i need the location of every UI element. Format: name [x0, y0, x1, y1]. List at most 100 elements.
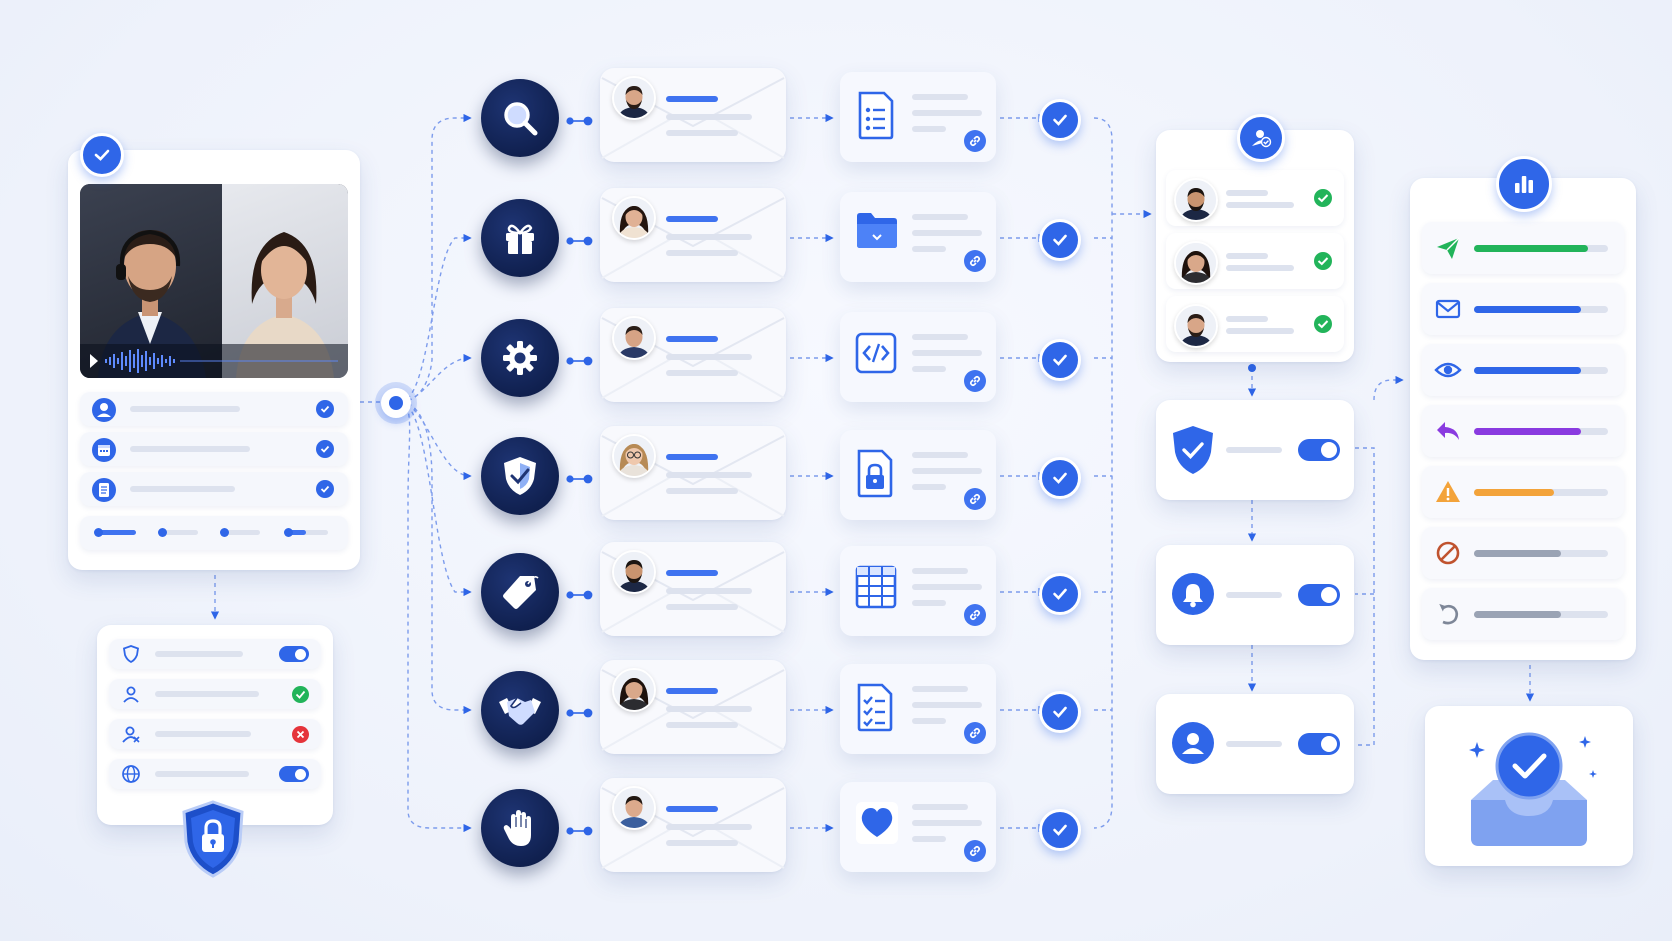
- step-complete-icon: [1039, 573, 1081, 615]
- metric-track: [1474, 489, 1608, 496]
- locked-file-icon: [854, 448, 896, 503]
- step-complete-icon: [1039, 457, 1081, 499]
- hub-node[interactable]: [381, 388, 411, 418]
- link-icon[interactable]: [964, 488, 986, 510]
- action-node[interactable]: [481, 79, 559, 157]
- video-frame[interactable]: [80, 184, 348, 378]
- security-toggle[interactable]: [279, 646, 309, 662]
- reply-icon: [1434, 417, 1462, 450]
- action-node[interactable]: [481, 671, 559, 749]
- action-node[interactable]: [481, 319, 559, 397]
- metric-row: [1422, 527, 1624, 579]
- connector-dots: [565, 233, 595, 251]
- action-node[interactable]: [481, 789, 559, 867]
- link-icon[interactable]: [964, 604, 986, 626]
- document-card[interactable]: [840, 72, 996, 162]
- metric-track: [1474, 428, 1608, 435]
- control-toggle[interactable]: [1298, 733, 1340, 755]
- action-node[interactable]: [481, 553, 559, 631]
- metric-track: [1474, 550, 1608, 557]
- spreadsheet-icon: [854, 564, 898, 615]
- metric-fill: [1474, 245, 1588, 252]
- connector-dots: [565, 353, 595, 371]
- bar-chart-icon: [1496, 156, 1552, 212]
- message-envelope[interactable]: [600, 660, 786, 754]
- step-complete-icon: [1039, 809, 1081, 851]
- message-envelope[interactable]: [600, 542, 786, 636]
- link-icon[interactable]: [964, 130, 986, 152]
- gear-icon: [500, 338, 540, 378]
- code-icon: [854, 330, 900, 381]
- document-card[interactable]: [840, 546, 996, 636]
- inbox-check-icon: [1469, 732, 1597, 846]
- avatar: [612, 786, 656, 830]
- row-check-icon: [316, 440, 334, 458]
- action-node[interactable]: [481, 437, 559, 515]
- progress-row: [80, 516, 348, 550]
- step-complete-icon: [1039, 691, 1081, 733]
- globe-icon: [122, 765, 140, 783]
- calendar-icon: [92, 438, 116, 462]
- denied-icon: [292, 726, 309, 743]
- undo-icon: [1434, 600, 1462, 633]
- metric-fill: [1474, 489, 1554, 496]
- document-card[interactable]: [840, 664, 996, 754]
- approver-row: [1166, 233, 1344, 289]
- document-card[interactable]: [840, 430, 996, 520]
- heart-icon: [854, 800, 900, 851]
- link-icon[interactable]: [964, 840, 986, 862]
- link-icon[interactable]: [964, 370, 986, 392]
- avatar: [612, 76, 656, 120]
- document-card[interactable]: [840, 192, 996, 282]
- inbox-complete-card: [1425, 706, 1633, 866]
- approved-icon: [1314, 315, 1332, 333]
- connector-dots: [565, 113, 595, 131]
- control-card-notifications: [1156, 545, 1354, 645]
- document-icon: [92, 478, 116, 502]
- link-icon[interactable]: [964, 250, 986, 272]
- link-icon[interactable]: [964, 722, 986, 744]
- user-check-icon: [1237, 114, 1285, 162]
- video-info-row: [80, 432, 348, 466]
- message-envelope[interactable]: [600, 426, 786, 520]
- approver-row: [1166, 296, 1344, 352]
- metric-track: [1474, 306, 1608, 313]
- control-toggle[interactable]: [1298, 584, 1340, 606]
- message-envelope[interactable]: [600, 188, 786, 282]
- approved-icon: [1314, 252, 1332, 270]
- metric-row: [1422, 466, 1624, 518]
- security-row: [109, 639, 321, 669]
- avatar: [612, 434, 656, 478]
- avatar: [1174, 241, 1218, 285]
- document-card[interactable]: [840, 782, 996, 872]
- folder-icon: [854, 210, 900, 255]
- shield-check-icon: [1173, 426, 1213, 474]
- message-envelope[interactable]: [600, 308, 786, 402]
- send-icon: [1434, 234, 1462, 267]
- security-row: [109, 759, 321, 789]
- user-blocked-icon: [122, 726, 140, 743]
- document-card[interactable]: [840, 312, 996, 402]
- eye-icon: [1434, 356, 1462, 389]
- user-icon: [1172, 722, 1214, 764]
- control-toggle[interactable]: [1298, 439, 1340, 461]
- avatar: [1174, 304, 1218, 348]
- metric-fill: [1474, 550, 1561, 557]
- metric-track: [1474, 367, 1608, 374]
- metric-row: [1422, 222, 1624, 274]
- security-toggle[interactable]: [279, 766, 309, 782]
- step-complete-icon: [1039, 339, 1081, 381]
- tag-icon: [500, 572, 540, 612]
- message-envelope[interactable]: [600, 68, 786, 162]
- approved-icon: [292, 686, 309, 703]
- metric-track: [1474, 245, 1608, 252]
- action-node[interactable]: [481, 199, 559, 277]
- message-envelope[interactable]: [600, 778, 786, 872]
- warning-icon: [1434, 478, 1462, 511]
- connector-dots: [565, 705, 595, 723]
- hand-stop-icon: [502, 807, 538, 849]
- handshake-icon: [497, 692, 543, 728]
- row-check-icon: [316, 400, 334, 418]
- control-card-user: [1156, 694, 1354, 794]
- security-settings-panel: [97, 625, 333, 825]
